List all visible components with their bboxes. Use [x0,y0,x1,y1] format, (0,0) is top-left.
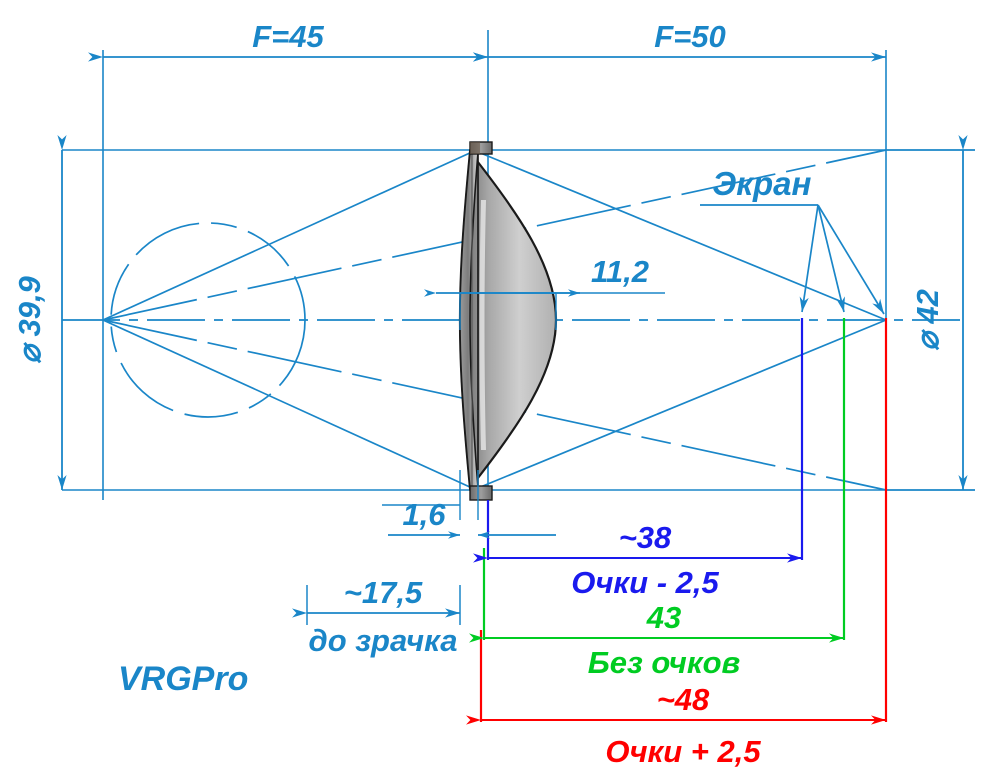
dimension-focal-right: F=50 [473,19,886,62]
glasses-minus-value: ~38 [619,520,672,555]
no-glasses-label: Без очков [588,645,740,680]
pupil-distance-value: ~17,5 [344,575,423,610]
screen-callout: Экран [700,165,885,315]
field-of-view-lines [102,149,887,491]
lens-bottom-rim [469,485,493,501]
ray-cone-right [477,151,887,489]
diameter-left-label: ⌀ 39,9 [12,275,47,363]
dimension-diameter-left: ⌀ 39,9 [12,135,67,490]
dimension-glasses-minus: ~38 Очки - 2,5 [473,520,802,600]
ray-cone-left [102,151,473,489]
eye-pupil-circle [110,222,306,418]
lens-top-rim-inner [470,142,480,154]
focal-left-label: F=45 [252,19,324,54]
dimension-glasses-plus: ~48 Очки + 2,5 [466,682,886,769]
screen-position-lines [479,318,888,722]
dimension-diameter-right: ⌀ 42 [910,135,968,490]
dimension-edge-thickness: 1,6 [382,470,556,539]
screen-label: Экран [713,165,812,202]
dimension-pupil-distance: ~17,5 до зрачка [292,575,461,658]
focal-right-label: F=50 [654,19,726,54]
glasses-minus-label: Очки - 2,5 [571,565,719,600]
lens-thickness-label: 11,2 [591,254,649,289]
lens-highlight [479,200,486,450]
pupil-distance-label: до зрачка [309,623,458,658]
dimension-no-glasses: 43 Без очков [469,600,844,680]
glasses-plus-label: Очки + 2,5 [605,734,761,769]
edge-thickness-label: 1,6 [402,497,446,532]
diameter-right-label: ⌀ 42 [910,289,945,351]
glasses-plus-value: ~48 [657,682,710,717]
lens-assembly [458,141,558,501]
no-glasses-value: 43 [646,600,681,635]
dimension-focal-left: F=45 [88,19,488,62]
watermark-label: VRGPro [118,660,248,698]
dimension-lens-thickness: 11,2 [424,254,665,330]
